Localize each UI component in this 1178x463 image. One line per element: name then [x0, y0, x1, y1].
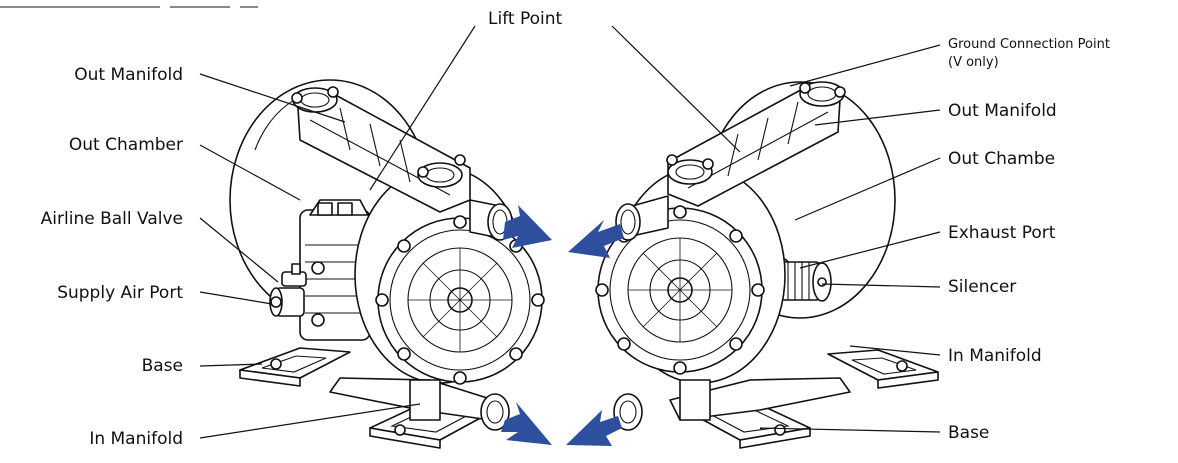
flow-direction-arrow-icon	[501, 205, 624, 446]
left-supply-air-port	[269, 287, 305, 317]
right-pump	[595, 81, 939, 449]
right-out-manifold	[666, 81, 846, 207]
label-lift-point: Lift Point	[488, 9, 562, 29]
left-ball-valve	[281, 263, 307, 287]
label-exhaust-port: Exhaust Port	[948, 223, 1056, 243]
label-right-base: Base	[948, 423, 989, 443]
labels-right: Ground Connection Point (V only) Out Man…	[948, 37, 1110, 443]
label-right-out-chamber: Out Chambe	[948, 149, 1055, 169]
label-left-base: Base	[142, 356, 183, 376]
right-in-manifold	[613, 377, 851, 431]
left-in-manifold	[329, 377, 510, 431]
left-out-manifold	[291, 86, 471, 213]
leader-lines	[199, 25, 941, 439]
left-pump	[229, 79, 545, 449]
label-left-out-chamber: Out Chamber	[69, 135, 183, 155]
label-left-in-manifold: In Manifold	[89, 429, 183, 449]
label-supply-air-port: Supply Air Port	[57, 283, 183, 303]
left-air-valve	[299, 199, 371, 341]
label-ground-connection-note: (V only)	[948, 55, 999, 70]
label-ground-connection-point: Ground Connection Point	[948, 37, 1110, 52]
labels-center: Lift Point	[488, 9, 562, 29]
right-outlet-port	[615, 195, 669, 241]
label-left-out-manifold: Out Manifold	[74, 65, 183, 85]
label-right-out-manifold: Out Manifold	[948, 101, 1057, 121]
label-airline-ball-valve: Airline Ball Valve	[41, 209, 183, 229]
label-silencer: Silencer	[948, 277, 1016, 297]
labels-left: Out Manifold Out Chamber Airline Ball Va…	[41, 65, 184, 449]
label-right-in-manifold: In Manifold	[948, 346, 1042, 366]
left-ring-bolts	[375, 215, 545, 385]
